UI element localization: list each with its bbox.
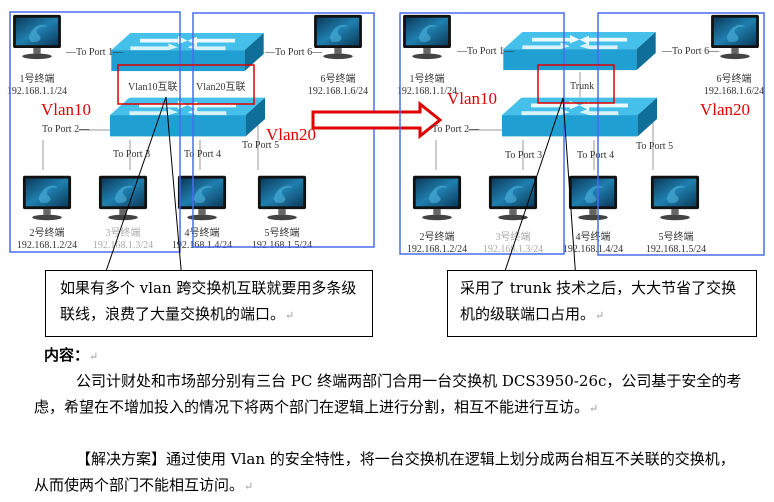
terminal-ip: 192.168.1.5/24 (646, 244, 706, 255)
content-paragraph-2: 【解决方案】通过使用 Vlan 的安全特性，将一台交换机在逻辑上划分成两台相互不… (34, 450, 735, 494)
terminal-4-icon (177, 175, 227, 221)
terminal-1-icon (403, 14, 451, 60)
content-heading: 内容：↵ (44, 346, 99, 364)
vlan20-box (192, 12, 375, 248)
terminal-ip: 192.168.1.3/24 (93, 240, 153, 251)
port-label: To Port 5 (636, 141, 673, 152)
transition-arrow-icon (311, 100, 443, 140)
vlan20-label: Vlan20 (700, 100, 750, 119)
terminal-name: 6号终端 (321, 72, 356, 85)
port-label: —To Port 6— (264, 47, 323, 58)
vlan20-label: Vlan20 (266, 125, 316, 144)
port-label: To Port 4 (577, 150, 614, 161)
terminal-name: 5号终端 (265, 226, 300, 239)
port-label: To Port 3 (113, 149, 150, 160)
port-label: —To Port 1— (65, 47, 124, 58)
interconnect-highlight (117, 64, 255, 105)
port-label: To Port 5 (242, 140, 279, 151)
terminal-ip: 192.168.1.3/24 (483, 244, 543, 255)
diagram-before: —To Port 1— To Port 2— To Port 3 To Port… (7, 11, 375, 281)
port-label: To Port 2— (42, 124, 90, 135)
terminal-name: 3号终端 (496, 230, 531, 243)
terminal-ip: 192.168.1.2/24 (17, 240, 77, 251)
terminal-5-icon (257, 175, 307, 221)
terminal-ip: 192.168.1.6/24 (308, 86, 368, 97)
diagram-after: —To Port 1— To Port 2— To Port 3 To Port… (397, 12, 765, 281)
callout-text: 如果有多个 vlan 跨交换机互联就要用多条级联线，浪费了大量交换机的端口。 (60, 279, 357, 323)
terminal-name: 4号终端 (576, 230, 611, 243)
terminal-1-icon (13, 14, 61, 60)
terminal-name: 2号终端 (420, 230, 455, 243)
terminal-ip: 192.168.1.1/24 (7, 86, 67, 97)
vlan20-box (597, 12, 765, 256)
terminal-ip: 192.168.1.5/24 (252, 240, 312, 251)
port-label: To Port 2— (432, 124, 480, 135)
port-label: —To Port 1— (456, 46, 515, 57)
link-label: Vlan20互联 (196, 81, 245, 93)
content-paragraph-1: 公司计财处和市场部分别有三台 PC 终端两部门合用一台交换机 DCS3950-2… (34, 372, 742, 416)
terminal-name: 1号终端 (20, 72, 55, 85)
terminal-5-icon (650, 175, 700, 221)
port-label: —To Port 6— (661, 46, 720, 57)
terminal-ip: 192.168.1.4/24 (172, 240, 232, 251)
terminal-2-icon (412, 175, 462, 221)
terminal-3-icon (98, 175, 148, 221)
port-label: To Port 4 (184, 149, 221, 160)
terminal-name: 1号终端 (410, 72, 445, 85)
link-label: Vlan10互联 (128, 81, 177, 93)
callout-text: 采用了 trunk 技术之后，大大节省了交换机的级联端口占用。 (460, 279, 737, 323)
port-label: To Port 3 (505, 150, 542, 161)
vlan10-box (9, 11, 181, 253)
terminal-name: 5号终端 (659, 230, 694, 243)
terminal-ip: 192.168.1.2/24 (407, 244, 467, 255)
callout-before: 如果有多个 vlan 跨交换机互联就要用多条级联线，浪费了大量交换机的端口。↵ (45, 270, 373, 337)
terminal-ip: 192.168.1.6/24 (704, 86, 764, 97)
callout-after: 采用了 trunk 技术之后，大大节省了交换机的级联端口占用。↵ (447, 270, 757, 337)
vlan10-label: Vlan10 (41, 100, 91, 119)
terminal-2-icon (22, 175, 72, 221)
vlan10-box (399, 12, 565, 255)
terminal-name: 4号终端 (185, 226, 220, 239)
vlan10-label: Vlan10 (447, 89, 497, 108)
terminal-4-icon (568, 175, 618, 221)
terminal-ip: 192.168.1.1/24 (397, 86, 457, 97)
trunk-label: Trunk (570, 81, 594, 92)
terminal-name: 2号终端 (30, 226, 65, 239)
trunk-highlight (537, 64, 615, 104)
terminal-name: 3号终端 (106, 226, 141, 239)
terminal-name: 6号终端 (717, 72, 752, 85)
terminal-ip: 192.168.1.4/24 (563, 244, 623, 255)
